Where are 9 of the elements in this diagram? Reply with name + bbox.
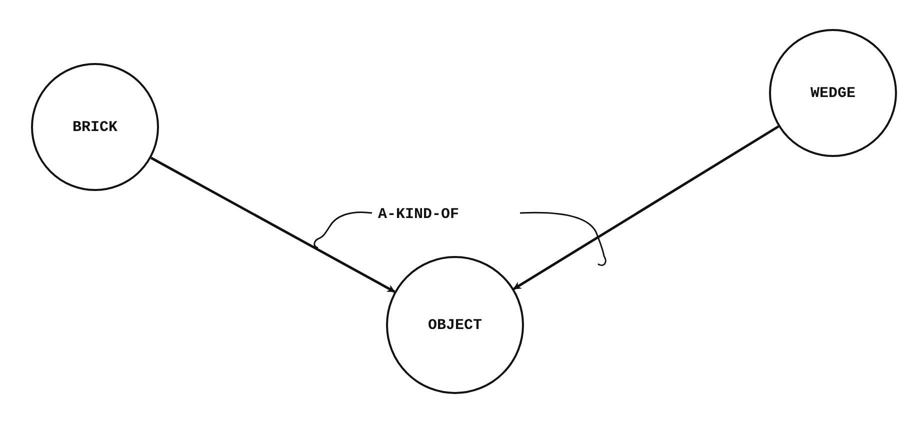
concept-circle — [769, 29, 897, 157]
concept-name: OBJECT — [428, 316, 482, 334]
relation-label: A-KIND-OF — [378, 206, 460, 223]
concept-name: BRICK — [72, 118, 118, 136]
concept-name: WEDGE — [810, 84, 856, 102]
concept-circle — [386, 256, 524, 394]
arrow — [150, 156, 396, 293]
concept-circle — [31, 63, 159, 191]
arrow — [513, 125, 780, 290]
